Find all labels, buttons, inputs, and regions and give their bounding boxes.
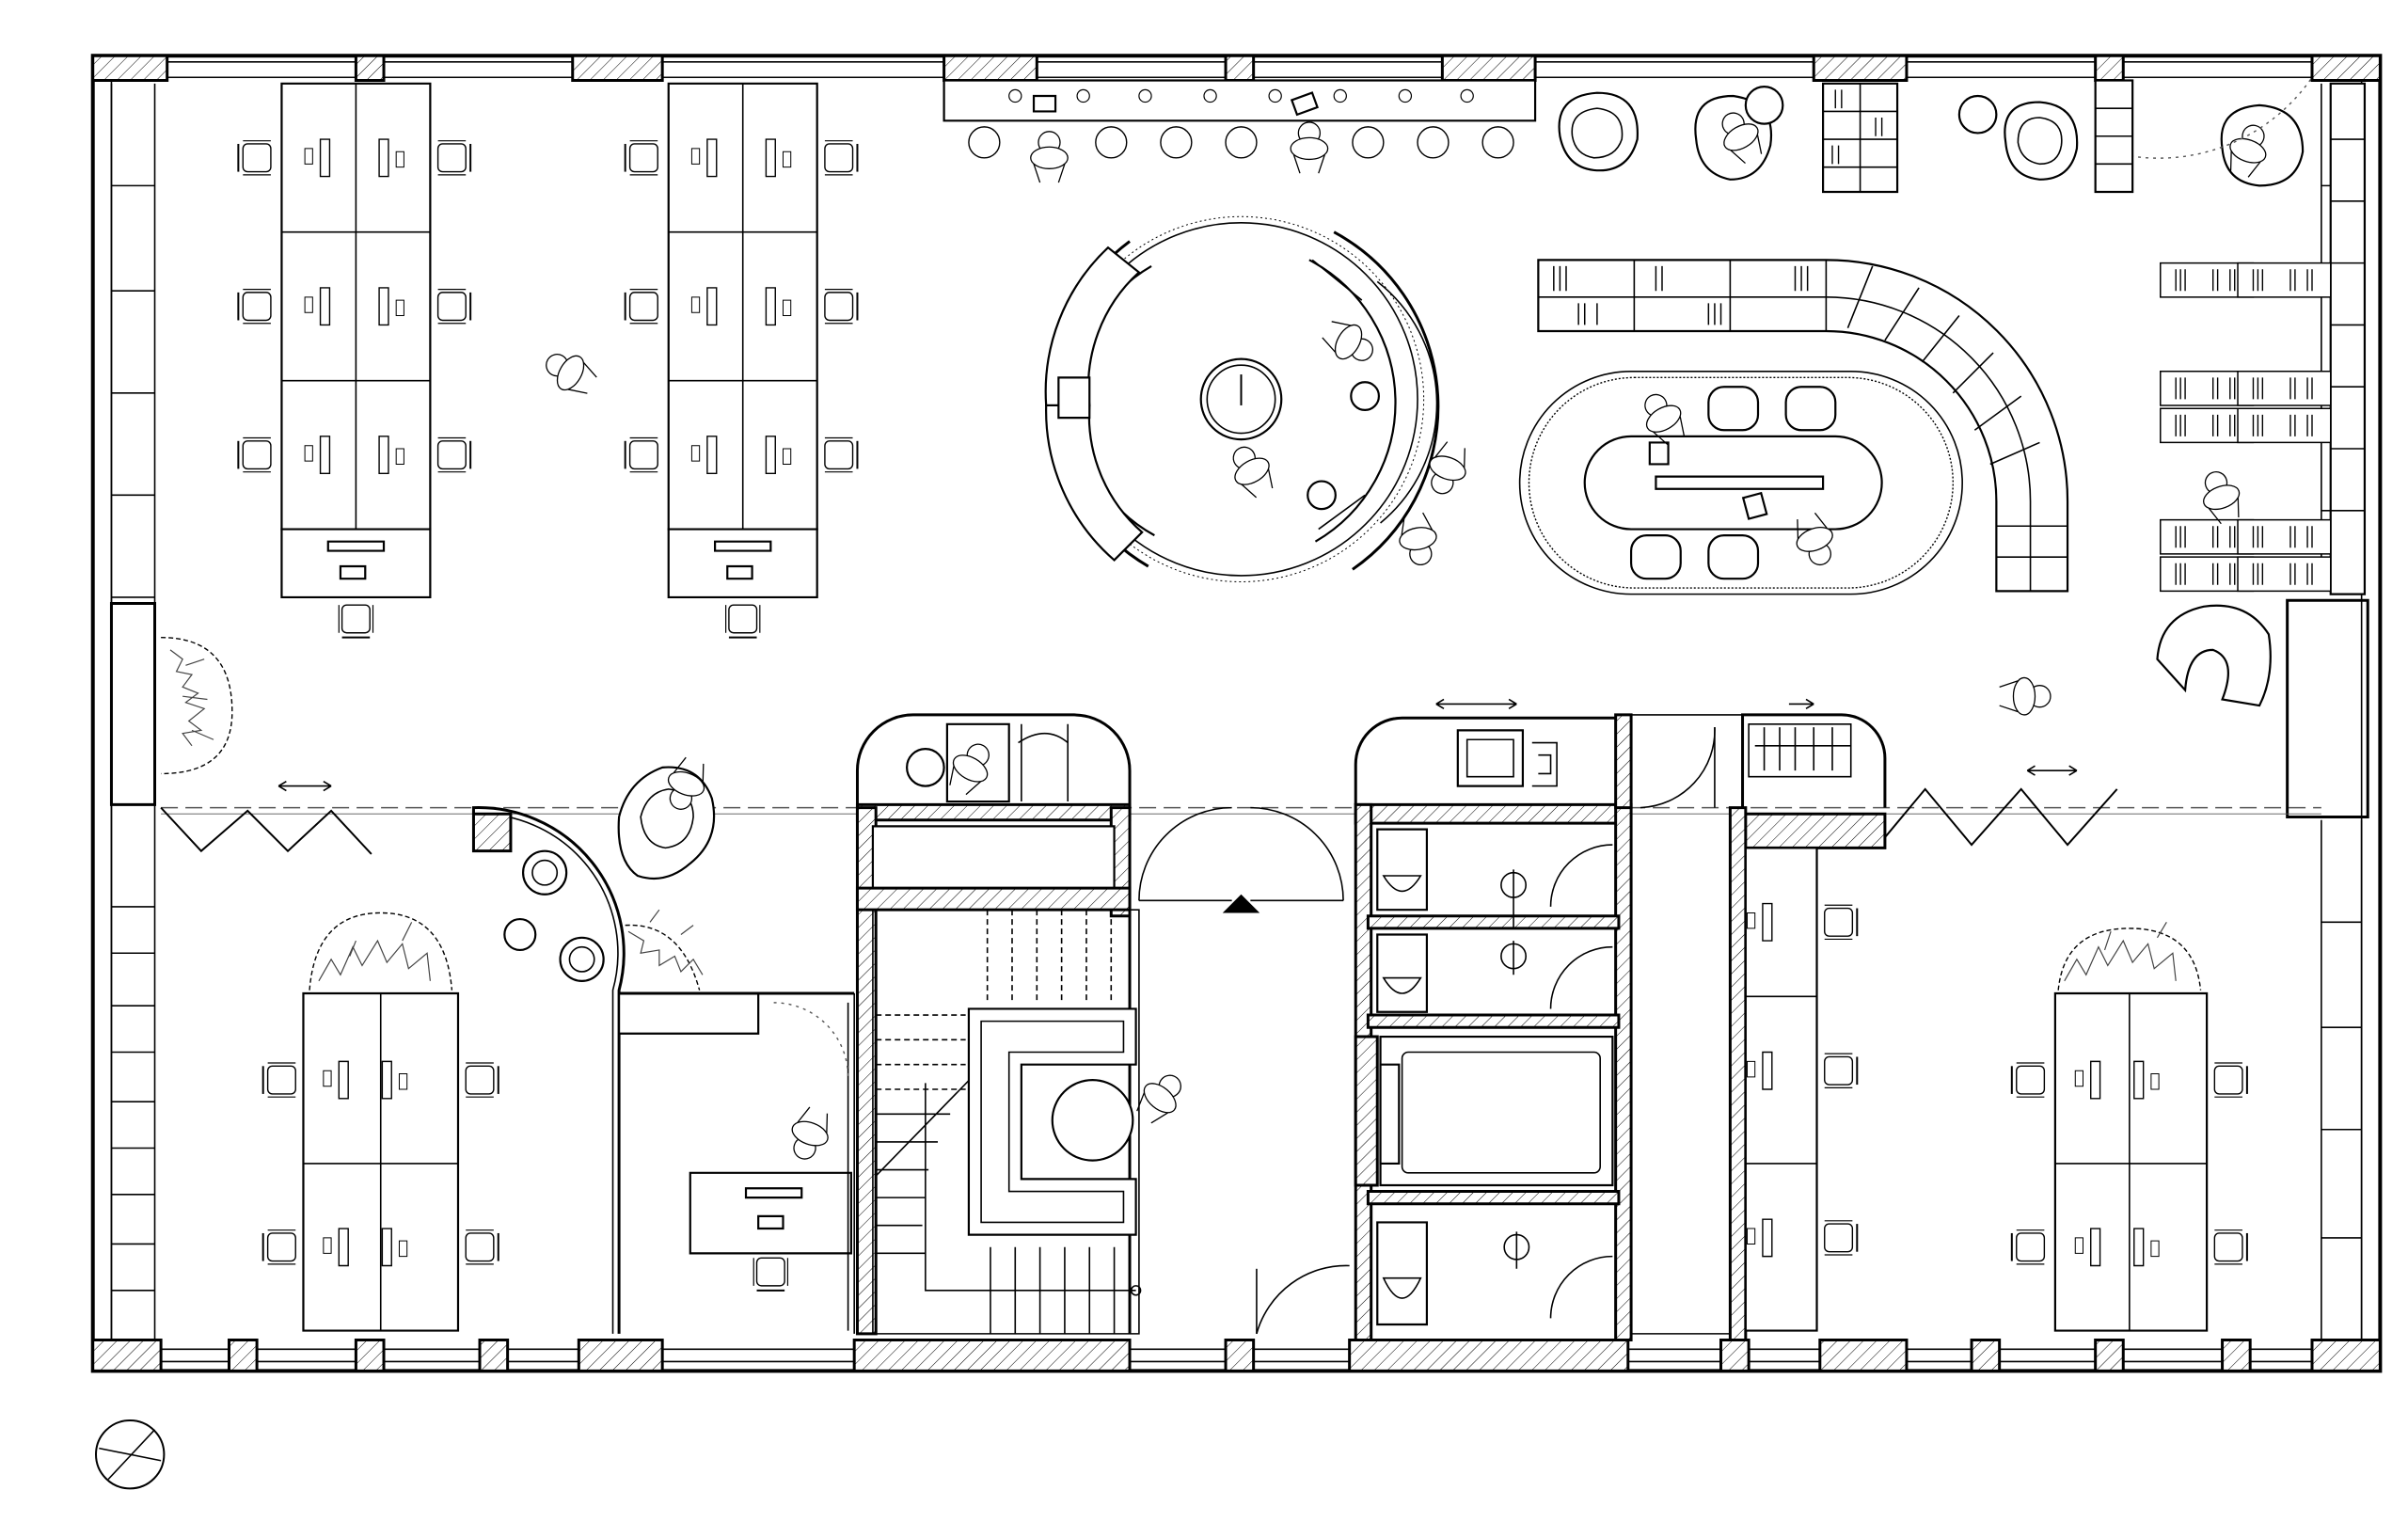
person-figure xyxy=(537,342,603,403)
outer-walls xyxy=(93,55,2381,1371)
oval-meeting-area xyxy=(1520,260,2067,594)
north-arrow-icon xyxy=(96,1420,164,1488)
restroom-core xyxy=(1355,715,1742,1340)
right-bookshelves xyxy=(1998,262,2332,716)
bottom-right-workstations xyxy=(1746,848,2249,1330)
workstation-cluster-2 xyxy=(624,84,860,640)
entrance-triangle-icon xyxy=(1222,894,1260,913)
partition-line xyxy=(161,699,2321,853)
stair-core xyxy=(857,715,1193,1334)
reception-area xyxy=(690,993,854,1334)
bottom-left-room xyxy=(261,753,854,1334)
sliding-arrow-icon xyxy=(1436,699,1517,708)
round-meeting-room xyxy=(1046,216,1475,581)
entrance xyxy=(1139,808,1350,1334)
lounge-chairs xyxy=(1560,77,2312,185)
workstation-cluster-1 xyxy=(236,84,472,640)
plants xyxy=(161,638,2200,991)
bar-counter xyxy=(944,81,1535,184)
top-shelving xyxy=(1823,81,2365,595)
